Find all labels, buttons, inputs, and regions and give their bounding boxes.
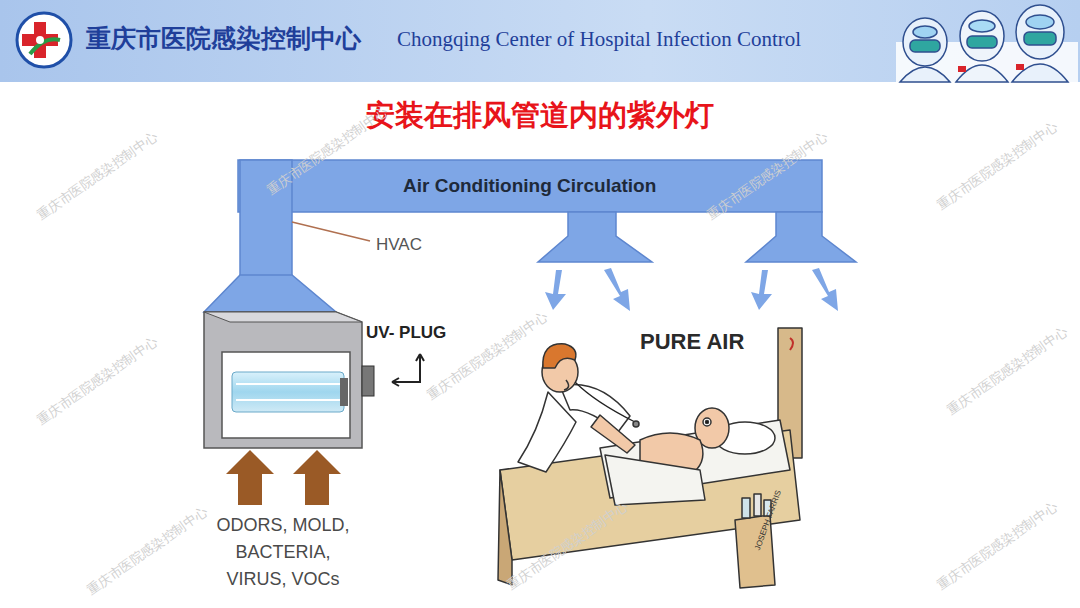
organization-name: 重庆市医院感染控制中心 [86,24,361,54]
watermark: 重庆市医院感染控制中心 [944,323,1071,420]
header-band: 重庆市医院感染控制中心 Chongqing Center of Hospital … [0,0,1080,82]
artist-signature: JOSEPH FARRIS [752,489,785,552]
watermark: 重庆市医院感染控制中心 [424,308,551,405]
watermark: 重庆市医院感染控制中心 [934,118,1061,215]
logo [17,13,71,67]
slide-title: 安装在排风管道内的紫外灯 [0,96,1080,136]
airflow-arrows [545,268,838,311]
part-label: UV- PLUG [366,320,446,346]
leader-line [292,222,370,241]
organization-name-english: Chongqing Center of Hospital Infection C… [397,27,801,52]
uv-box [204,312,374,448]
watermark: 重庆市医院感染控制中心 [264,103,391,200]
watermark: 重庆市医院感染控制中心 [704,128,831,225]
duct-label: Air Conditioning Circulation [403,175,656,198]
part-label: HVAC [376,232,422,258]
watermark: 重庆市医院感染控制中心 [84,503,211,600]
doctor-patient-cartoon [498,328,802,588]
header-band [0,0,1080,82]
air-label: PURE AIR [640,325,744,358]
intake-arrows [226,450,341,505]
contaminant-list: ODORS, MOLD, BACTERIA, VIRUS, VOCs [213,512,353,593]
watermark: 重庆市医院感染控制中心 [34,333,161,430]
watermark: 重庆市医院感染控制中心 [934,498,1061,595]
plug-pointer [392,354,424,386]
watermark: 重庆市医院感染控制中心 [34,128,161,225]
watermark: 重庆市医院感染控制中心 [504,498,631,595]
ppe-figures [896,5,1078,82]
